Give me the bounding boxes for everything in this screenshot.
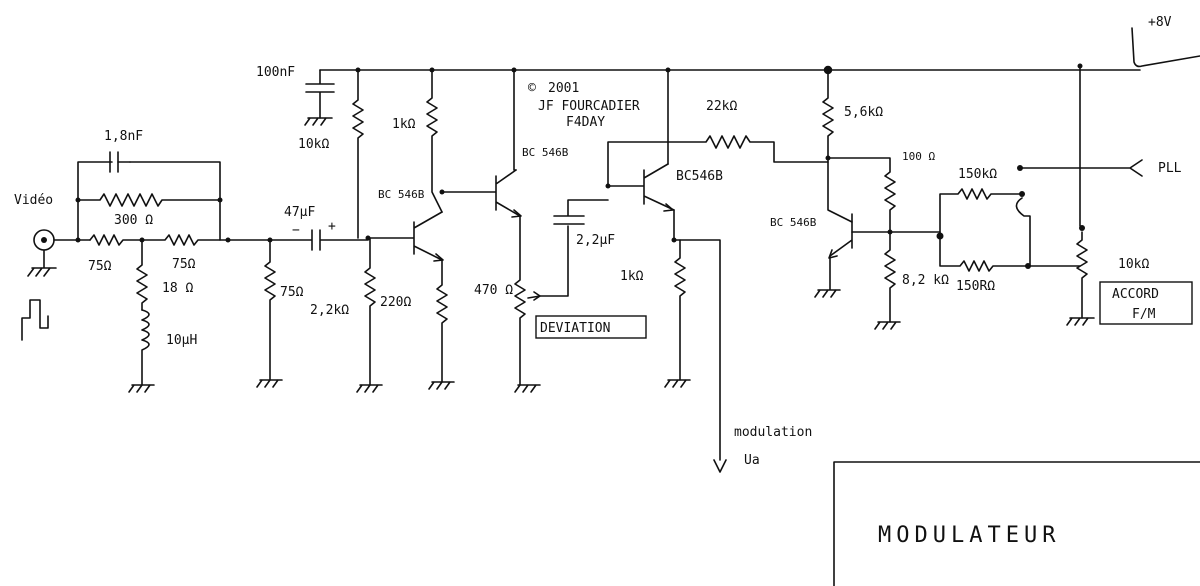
label-r-150k: 150kΩ <box>958 167 997 182</box>
stage-1 <box>352 69 455 393</box>
label-l-10u: 10µH <box>166 333 197 348</box>
label-supply: +8V <box>1148 15 1172 30</box>
label-fm: F/M <box>1132 307 1156 322</box>
label-r-75-b: 75Ω <box>172 257 196 272</box>
label-ua: Ua <box>744 453 760 468</box>
label-r-150r: 150RΩ <box>956 279 995 294</box>
copyright-author: JF FOURCADIER <box>538 99 640 114</box>
label-c-2u2: 2,2µF <box>576 233 615 248</box>
label-c-47u: 47µF <box>284 205 315 220</box>
label-c-100n: 100nF <box>256 65 295 80</box>
label-r-8k2: 8,2 kΩ <box>902 273 949 288</box>
label-pll: PLL <box>1158 161 1182 176</box>
label-q3: BC546B <box>676 169 723 184</box>
label-pot-470: 470 Ω <box>474 283 513 298</box>
supply-rail <box>319 27 1200 75</box>
copyright-symbol: © <box>528 81 536 96</box>
label-c-1n8: 1,8nF <box>104 129 143 144</box>
label-r-5k6: 5,6kΩ <box>844 105 883 120</box>
labels: +8V © 2001 JF FOURCADIER F4DAY Vidéo 1,8… <box>14 15 1182 548</box>
label-r-220: 220Ω <box>380 295 411 310</box>
label-q1: BC 546B <box>378 188 425 201</box>
label-r-100: 100 Ω <box>902 150 935 163</box>
stage-2 <box>441 69 647 393</box>
label-r-18: 18 Ω <box>162 281 193 296</box>
label-c-47u-minus: − <box>292 223 300 238</box>
copyright-callsign: F4DAY <box>566 115 605 130</box>
label-deviation: DEVIATION <box>540 321 610 336</box>
page-title: MODULATEUR <box>878 523 1060 548</box>
label-r-10k: 10kΩ <box>298 137 329 152</box>
label-r-75-a: 75Ω <box>88 259 112 274</box>
copyright-year: 2001 <box>548 81 579 96</box>
label-q2: BC 546B <box>522 146 569 159</box>
title-frame <box>833 461 1200 586</box>
input-section <box>21 151 269 393</box>
label-r-2k2: 2,2kΩ <box>310 303 349 318</box>
label-r-1k-a: 1kΩ <box>392 117 416 132</box>
stage-4 <box>814 65 1193 330</box>
label-r-300: 300 Ω <box>114 213 153 228</box>
label-pot-10k: 10kΩ <box>1118 257 1149 272</box>
copyright: © 2001 JF FOURCADIER F4DAY <box>528 81 640 130</box>
decoupling-cap <box>304 69 335 126</box>
stage-3 <box>605 69 829 473</box>
label-r-1k-b: 1kΩ <box>620 269 644 284</box>
label-accord: ACCORD <box>1112 287 1159 302</box>
label-r-22k: 22kΩ <box>706 99 737 114</box>
label-q4: BC 546B <box>770 216 817 229</box>
label-modulation: modulation <box>734 425 812 440</box>
label-r-75-c: 75Ω <box>280 285 304 300</box>
label-video: Vidéo <box>14 193 53 208</box>
label-c-47u-plus: + <box>328 219 336 234</box>
